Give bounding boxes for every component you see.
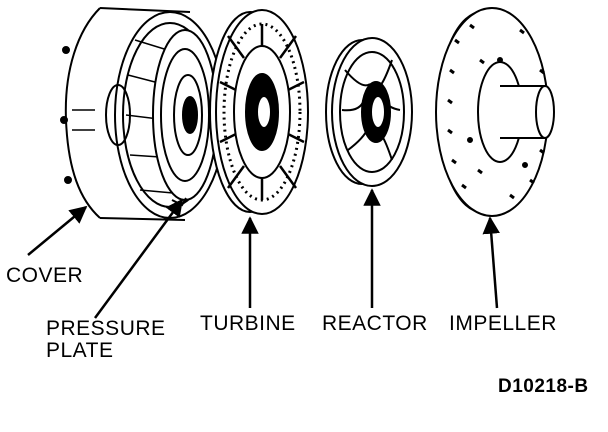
turbine-label: TURBINE — [200, 312, 296, 335]
impeller-part — [435, 7, 555, 217]
pressure-plate-arrow — [93, 198, 184, 319]
pressure-plate-label-line1: PRESSURE — [46, 317, 166, 340]
impeller-label: IMPELLER — [449, 312, 557, 335]
pressure-plate-label-line2: PLATE — [46, 339, 114, 362]
cover-arrow — [27, 205, 88, 256]
pressure-plate-part — [152, 29, 218, 207]
reactor-part — [325, 37, 413, 187]
cover-label: COVER — [6, 264, 84, 287]
leader-arrows — [27, 188, 500, 319]
reactor-label: REACTOR — [322, 312, 428, 335]
figure-code: D10218-B — [498, 376, 589, 397]
impeller-arrow — [482, 216, 500, 309]
turbine-part — [209, 9, 309, 215]
